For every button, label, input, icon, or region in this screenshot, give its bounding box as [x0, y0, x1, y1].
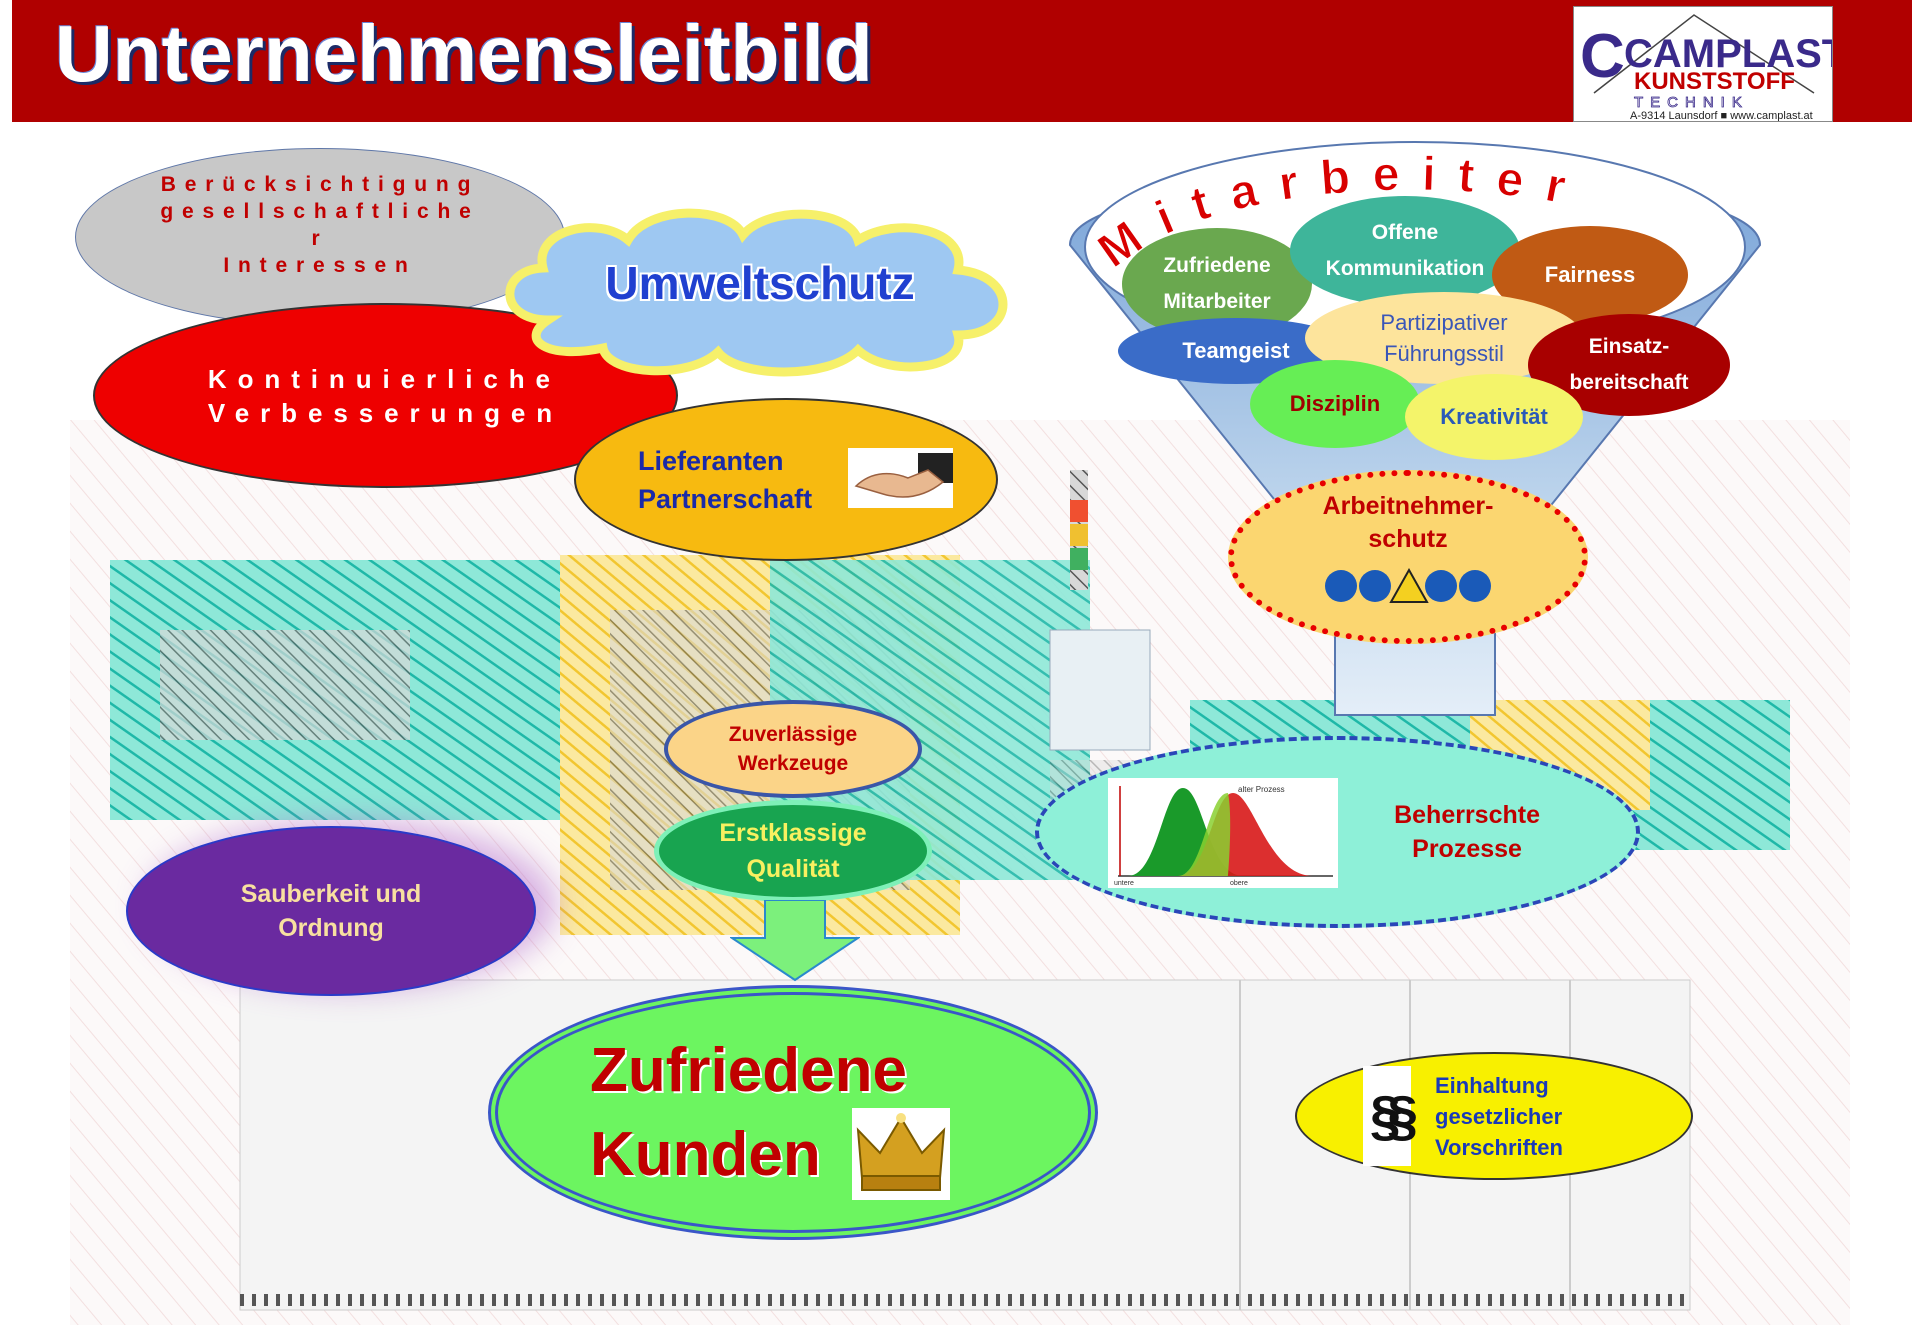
paragraph-icon: §§ — [1363, 1066, 1418, 1166]
handshake-icon — [848, 448, 953, 508]
einsatz-label: Einsatz- bereitschaft — [1569, 335, 1689, 394]
crown-icon — [852, 1108, 950, 1200]
teamgeist-label: Teamgeist — [1182, 338, 1290, 363]
machine-left-dark — [160, 630, 410, 740]
kunden-ellipse: Zufriedene Kunden — [488, 985, 1098, 1240]
partizipativ-label: Partizipativer Führungsstil — [1380, 310, 1508, 366]
logo-sub-text: KUNSTSTOFF — [1634, 68, 1795, 95]
umwelt-label: Umweltschutz — [605, 257, 915, 309]
sauberkeit-label: Sauberkeit und Ordnung — [240, 880, 422, 942]
logo-roof-line — [1593, 14, 1815, 94]
sauberkeit-ellipse: Sauberkeit und Ordnung — [126, 826, 536, 996]
lieferanten-label: Lieferanten Partnerschaft — [638, 445, 813, 514]
page-title: Unternehmensleitbild — [55, 9, 873, 98]
logo-letter-c: C — [1580, 22, 1625, 91]
zufriedene-mitarbeiter-label: Zufriedene Mitarbeiter — [1163, 254, 1271, 313]
gesellschaft-label: Berücksichtigung gesellschaftliche r Int… — [160, 173, 480, 277]
curve-label: alter Prozess — [1238, 785, 1285, 794]
einhaltung-ellipse: Einhaltung gesetzlicher Vorschriften — [1295, 1052, 1693, 1180]
kunden-label: Zufriedene Kunden — [590, 1035, 907, 1189]
down-arrow — [730, 900, 860, 982]
arbeitnehmerschutz-ellipse: Arbeitnehmer- schutz — [1228, 470, 1588, 644]
prozesse-label: Beherrschte Prozesse — [1394, 801, 1540, 863]
werkzeuge-label: Zuverlässige Werkzeuge — [728, 723, 858, 775]
verbesserung-label: Kontinuierliche Verbesserungen — [207, 363, 564, 428]
qualitaet-ellipse: Erstklassige Qualität — [654, 800, 932, 902]
cloud-shape — [505, 208, 1008, 377]
offene-kommunikation-ellipse: Offene Kommunikation — [1290, 196, 1520, 306]
umwelt-cloud — [505, 208, 1008, 377]
offene-kommunikation-label: Offene Kommunikation — [1325, 221, 1485, 280]
fairness-label: Fairness — [1544, 262, 1636, 287]
logo-main-text: CAMPLAST — [1624, 32, 1832, 76]
kreativitaet-ellipse: Kreativität — [1405, 374, 1583, 460]
kreativitaet-label: Kreativität — [1440, 404, 1548, 429]
disziplin-label: Disziplin — [1289, 391, 1381, 416]
einhaltung-label: Einhaltung gesetzlicher Vorschriften — [1435, 1072, 1563, 1160]
company-logo: C CAMPLAST KUNSTSTOFF TECHNIK A-9314 Lau… — [1573, 6, 1846, 122]
safety-signs-icon — [1325, 567, 1491, 603]
disziplin-ellipse: Disziplin — [1250, 360, 1420, 448]
signal-green — [1070, 548, 1088, 570]
signal-yellow — [1070, 524, 1088, 546]
machine-control-panel — [1049, 629, 1151, 751]
signal-red — [1070, 500, 1088, 522]
qualitaet-label: Erstklassige Qualität — [719, 819, 867, 883]
arbeitnehmerschutz-label: Arbeitnehmer- schutz — [1322, 492, 1494, 553]
curve-axis-left: untere — [1114, 880, 1134, 887]
process-curve-chart: alter Prozess untere obere — [1108, 778, 1338, 888]
logo-address-text: A-9314 Launsdorf ■ www.camplast.at — [1630, 110, 1813, 121]
logo-sub2-text: TECHNIK — [1634, 94, 1749, 111]
curve-axis-right: obere — [1230, 880, 1248, 887]
werkzeuge-ellipse: Zuverlässige Werkzeuge — [664, 700, 922, 798]
gesellschaft-ellipse: Berücksichtigung gesellschaftliche r Int… — [75, 148, 565, 326]
